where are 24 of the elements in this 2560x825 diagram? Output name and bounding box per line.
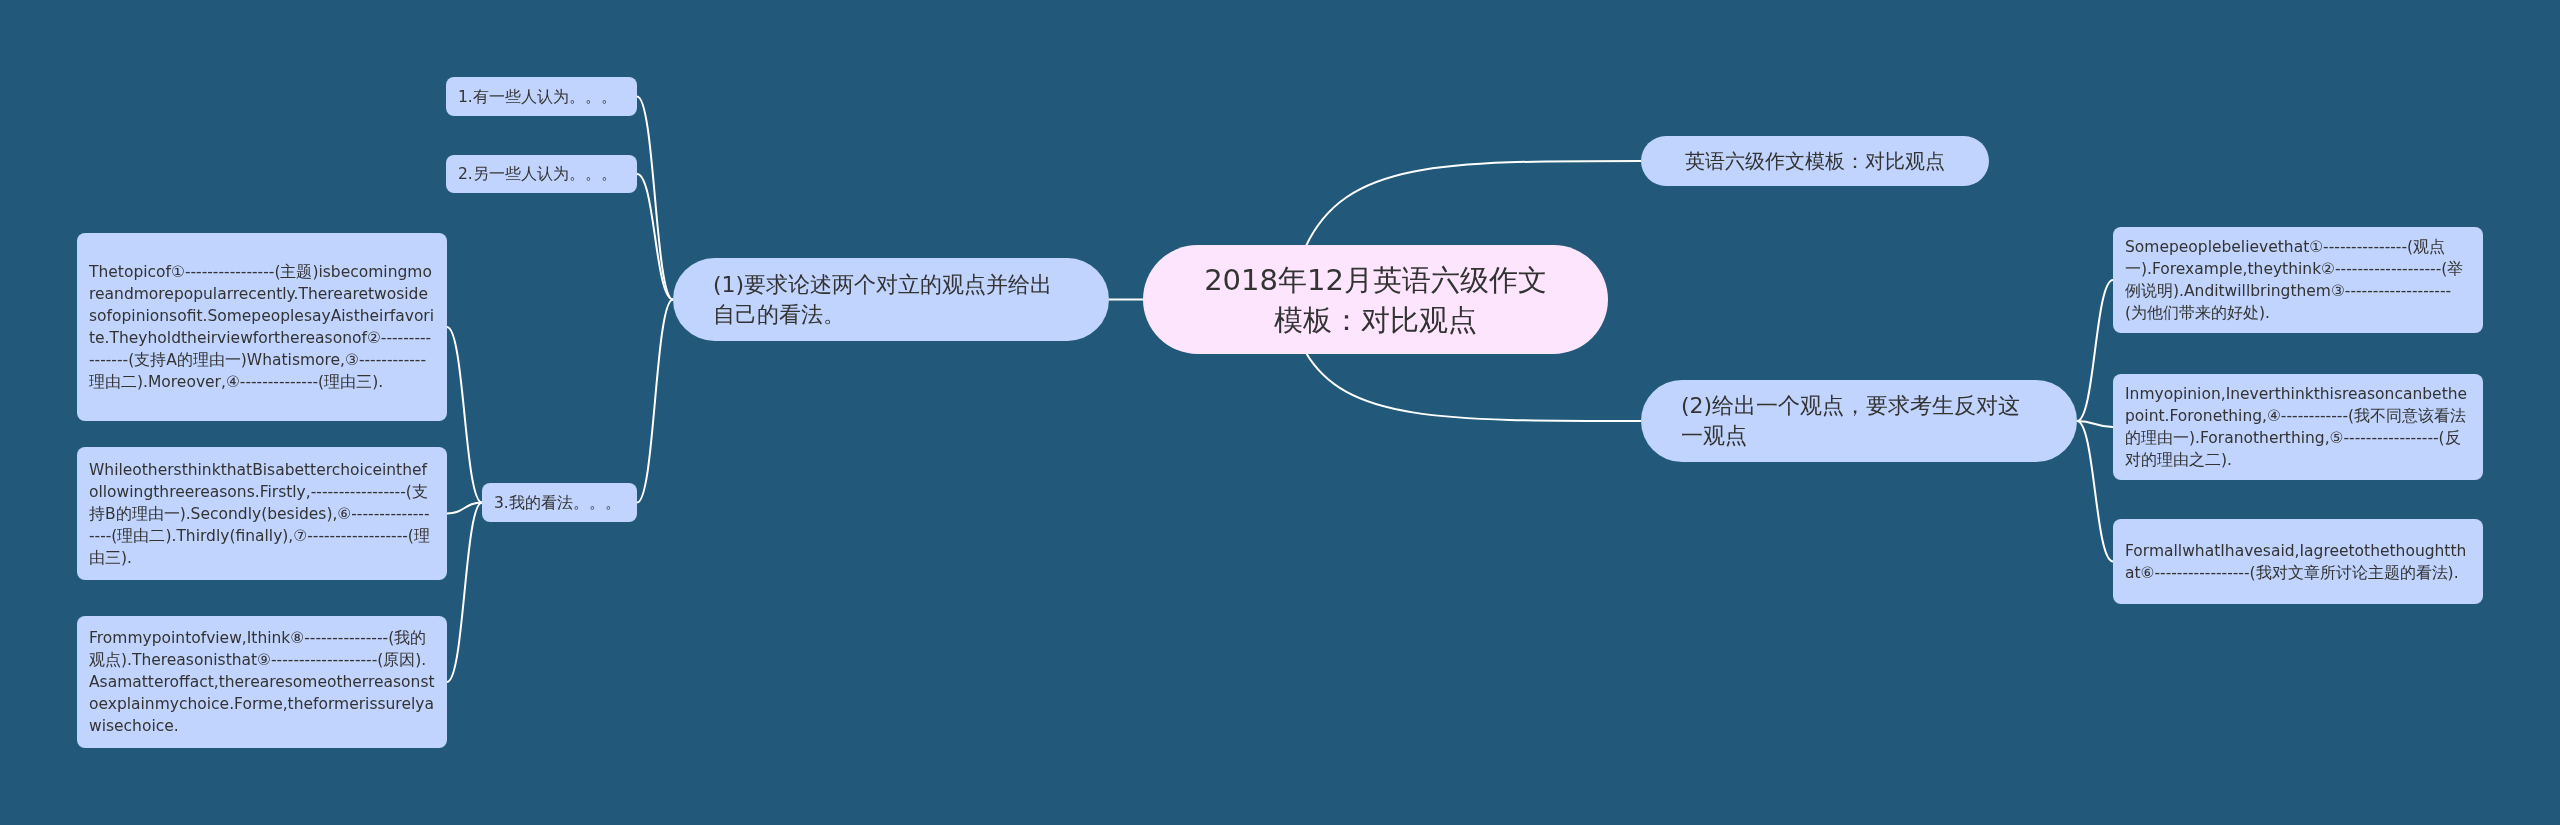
connector-line: [2076, 420, 2114, 428]
subtopic-box: 3.我的看法。。。: [482, 483, 637, 522]
topic-box: (1)要求论述两个对立的观点并给出自己的看法。: [673, 258, 1109, 341]
connector-line: [446, 501, 483, 515]
topic-box: (2)给出一个观点，要求考生反对这一观点: [1641, 380, 2077, 462]
connector-line: [2076, 279, 2114, 422]
subtopic-box: 2.另一些人认为。。。: [446, 155, 637, 193]
text-box: Thetopicof①----------------(主题)isbecomingmoreandmorepopularrecently.Therearetwosidesofopinionsofit.SomepeoplesayAistheirfavorite.Theyholdtheirviewforthereasonof②----------------(支持A的理由一)Whatismore,③------------理由二).Moreover,④--------------(理由三).: [77, 233, 447, 421]
text-box: WhileothersthinkthatBisabetterchoiceinthefollowingthreereasons.Firstly,-----------------(支持B的理由一).Secondly(besides),⑥------------------(理由二).Thirdly(finally),⑦------------------(理由三).: [77, 447, 447, 580]
topic-box: 英语六级作文模板：对比观点: [1641, 136, 1989, 186]
connector-line: [1304, 160, 1642, 248]
subtopic-box: 1.有一些人认为。。。: [446, 77, 637, 116]
connector-line: [1304, 351, 1642, 422]
text-box: Somepeoplebelievethat①---------------(观点一).Forexample,theythink②-------------------(举例说明).Anditwillbringthem③-------------------(为他们带来的好处).: [2113, 227, 2483, 333]
connector-line: [636, 173, 674, 301]
connector-line: [446, 501, 483, 683]
connector-line: [2076, 420, 2114, 563]
connector-line: [446, 326, 483, 504]
text-box: FormallwhatIhavesaid,Iagreetothethoughtthat⑥-----------------(我对文章所讨论主题的看法).: [2113, 519, 2483, 604]
connector-line: [636, 298, 674, 504]
central-topic: 2018年12月英语六级作文模板：对比观点: [1143, 245, 1608, 354]
text-box: Inmyopinion,Ineverthinkthisreasoncanbethepoint.Foronething,④------------(我不同意该看法的理由一).Foranotherthing,⑤-----------------(反对的理由之二).: [2113, 374, 2483, 480]
connector-line: [1108, 298, 1144, 301]
text-box: Frommypointofview,Ithink⑧---------------(我的观点).Thereasonisthat⑨-------------------(原因).Asamatteroffact,therearesomeotherreasonstoexplainmychoice.Forme,theformerissurelyawisechoice.: [77, 616, 447, 748]
